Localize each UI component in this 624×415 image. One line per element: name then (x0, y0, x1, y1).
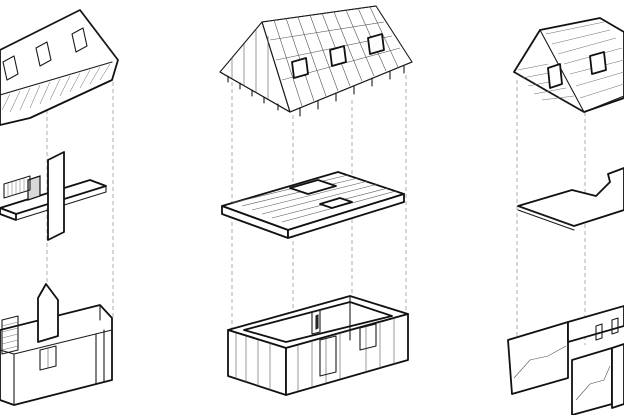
left-first-floor-wall (47, 151, 65, 241)
left-column (0, 9, 119, 406)
right-wall-panels (507, 305, 624, 415)
left-roof (0, 9, 119, 126)
left-gable-wall (37, 283, 59, 343)
middle-window-opening (359, 323, 377, 351)
middle-floor-opening-1 (289, 179, 337, 195)
left-roof-window-1 (2, 55, 19, 81)
right-column (507, 17, 624, 415)
left-ground-window (39, 345, 57, 371)
right-wall-panel-2 (571, 347, 613, 415)
middle-roof-window-3 (367, 33, 385, 55)
middle-roof-frame (219, 5, 413, 117)
middle-floor-deck (221, 171, 405, 239)
middle-column (219, 5, 413, 396)
left-roof-window-3 (71, 27, 88, 53)
middle-door-opening (319, 335, 337, 377)
left-ground-floor (0, 283, 113, 406)
right-roof (513, 17, 624, 113)
left-stair (1, 315, 19, 355)
middle-wall-frame (227, 295, 409, 396)
middle-roof-window-2 (329, 45, 347, 67)
right-gable-window (547, 63, 563, 89)
left-roof-window-2 (35, 41, 52, 67)
middle-roof-window-1 (291, 57, 309, 79)
right-roof-window (589, 51, 607, 75)
right-floor-plate (517, 167, 624, 231)
middle-floor-opening-2 (319, 197, 353, 209)
left-first-floor (0, 151, 107, 241)
